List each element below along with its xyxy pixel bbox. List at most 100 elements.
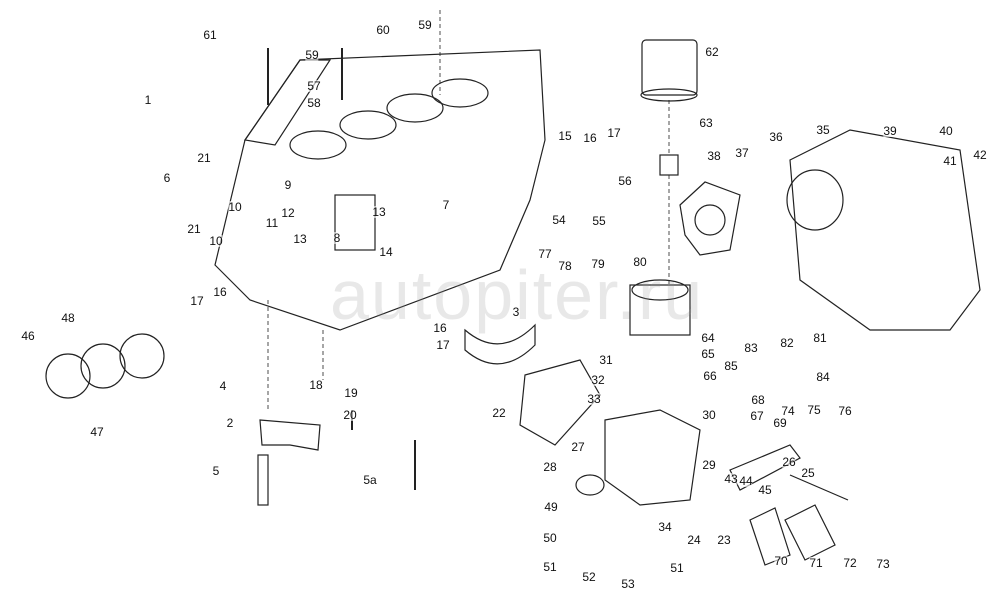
- part-callout-20[interactable]: 20: [343, 408, 357, 422]
- part-callout-16[interactable]: 16: [433, 321, 447, 335]
- part-callout-77[interactable]: 77: [538, 247, 552, 261]
- part-callout-1[interactable]: 1: [144, 93, 152, 107]
- part-callout-71[interactable]: 71: [809, 556, 823, 570]
- part-callout-21[interactable]: 21: [197, 151, 211, 165]
- part-callout-27[interactable]: 27: [571, 440, 585, 454]
- part-callout-37[interactable]: 37: [735, 146, 749, 160]
- part-callout-19[interactable]: 19: [344, 386, 358, 400]
- part-callout-80[interactable]: 80: [633, 255, 647, 269]
- part-callout-33[interactable]: 33: [587, 392, 601, 406]
- part-callout-40[interactable]: 40: [939, 124, 953, 138]
- part-callout-85[interactable]: 85: [724, 359, 738, 373]
- part-callout-76[interactable]: 76: [838, 404, 852, 418]
- part-callout-48[interactable]: 48: [61, 311, 75, 325]
- part-callout-78[interactable]: 78: [558, 259, 572, 273]
- part-callout-47[interactable]: 47: [90, 425, 104, 439]
- part-callout-49[interactable]: 49: [544, 500, 558, 514]
- part-callout-23[interactable]: 23: [717, 533, 731, 547]
- part-callout-59[interactable]: 59: [418, 18, 432, 32]
- part-callout-35[interactable]: 35: [816, 123, 830, 137]
- part-callout-66[interactable]: 66: [703, 369, 717, 383]
- part-callout-84[interactable]: 84: [816, 370, 830, 384]
- part-callout-13[interactable]: 13: [293, 232, 307, 246]
- part-callout-18[interactable]: 18: [309, 378, 323, 392]
- part-callout-4[interactable]: 4: [219, 379, 227, 393]
- part-callout-59[interactable]: 59: [305, 48, 319, 62]
- part-callout-28[interactable]: 28: [543, 460, 557, 474]
- part-callout-83[interactable]: 83: [744, 341, 758, 355]
- part-callout-54[interactable]: 54: [552, 213, 566, 227]
- part-callout-5[interactable]: 5: [212, 464, 220, 478]
- part-callout-79[interactable]: 79: [591, 257, 605, 271]
- part-callout-68[interactable]: 68: [751, 393, 765, 407]
- part-callout-21[interactable]: 21: [187, 222, 201, 236]
- part-callout-75[interactable]: 75: [807, 403, 821, 417]
- part-callout-44[interactable]: 44: [739, 474, 753, 488]
- part-callout-22[interactable]: 22: [492, 406, 506, 420]
- part-callout-17[interactable]: 17: [607, 126, 621, 140]
- part-callout-63[interactable]: 63: [699, 116, 713, 130]
- part-callout-17[interactable]: 17: [190, 294, 204, 308]
- part-callout-17[interactable]: 17: [436, 338, 450, 352]
- part-callout-61[interactable]: 61: [203, 28, 217, 42]
- part-callout-38[interactable]: 38: [707, 149, 721, 163]
- part-callout-29[interactable]: 29: [702, 458, 716, 472]
- part-callout-16[interactable]: 16: [213, 285, 227, 299]
- part-callout-13[interactable]: 13: [372, 205, 386, 219]
- bearing-shells: [45, 333, 165, 399]
- part-callout-31[interactable]: 31: [599, 353, 613, 367]
- part-callout-25[interactable]: 25: [801, 466, 815, 480]
- part-callout-46[interactable]: 46: [21, 329, 35, 343]
- part-callout-62[interactable]: 62: [705, 45, 719, 59]
- part-callout-2[interactable]: 2: [226, 416, 234, 430]
- part-callout-8[interactable]: 8: [333, 231, 341, 245]
- part-callout-9[interactable]: 9: [284, 178, 292, 192]
- part-callout-74[interactable]: 74: [781, 404, 795, 418]
- part-callout-57[interactable]: 57: [307, 79, 321, 93]
- part-callout-15[interactable]: 15: [558, 129, 572, 143]
- part-callout-50[interactable]: 50: [543, 531, 557, 545]
- part-callout-5a[interactable]: 5a: [363, 473, 377, 487]
- part-callout-56[interactable]: 56: [618, 174, 632, 188]
- main-bearing-cap: [257, 419, 321, 506]
- part-callout-14[interactable]: 14: [379, 245, 393, 259]
- part-callout-72[interactable]: 72: [843, 556, 857, 570]
- part-callout-32[interactable]: 32: [591, 373, 605, 387]
- part-callout-60[interactable]: 60: [376, 23, 390, 37]
- part-callout-11[interactable]: 11: [265, 216, 279, 230]
- part-callout-12[interactable]: 12: [281, 206, 295, 220]
- part-callout-81[interactable]: 81: [813, 331, 827, 345]
- part-callout-34[interactable]: 34: [658, 520, 672, 534]
- part-callout-3[interactable]: 3: [512, 305, 520, 319]
- part-callout-55[interactable]: 55: [592, 214, 606, 228]
- part-callout-69[interactable]: 69: [773, 416, 787, 430]
- part-callout-42[interactable]: 42: [973, 148, 987, 162]
- part-callout-51[interactable]: 51: [543, 560, 557, 574]
- part-callout-24[interactable]: 24: [687, 533, 701, 547]
- part-callout-26[interactable]: 26: [782, 455, 796, 469]
- part-callout-53[interactable]: 53: [621, 577, 635, 591]
- part-callout-67[interactable]: 67: [750, 409, 764, 423]
- part-callout-64[interactable]: 64: [701, 331, 715, 345]
- part-callout-30[interactable]: 30: [702, 408, 716, 422]
- part-callout-82[interactable]: 82: [780, 336, 794, 350]
- part-callout-73[interactable]: 73: [876, 557, 890, 571]
- bracket: [729, 444, 849, 501]
- part-callout-70[interactable]: 70: [774, 554, 788, 568]
- part-callout-10[interactable]: 10: [209, 234, 223, 248]
- part-callout-45[interactable]: 45: [758, 483, 772, 497]
- part-callout-16[interactable]: 16: [583, 131, 597, 145]
- part-callout-65[interactable]: 65: [701, 347, 715, 361]
- part-callout-51[interactable]: 51: [670, 561, 684, 575]
- part-callout-10[interactable]: 10: [228, 200, 242, 214]
- part-callout-52[interactable]: 52: [582, 570, 596, 584]
- part-callout-41[interactable]: 41: [943, 154, 957, 168]
- part-callout-58[interactable]: 58: [307, 96, 321, 110]
- part-callout-39[interactable]: 39: [883, 124, 897, 138]
- part-callout-36[interactable]: 36: [769, 130, 783, 144]
- part-callout-43[interactable]: 43: [724, 472, 738, 486]
- part-callout-6[interactable]: 6: [163, 171, 171, 185]
- part-callout-7[interactable]: 7: [442, 198, 450, 212]
